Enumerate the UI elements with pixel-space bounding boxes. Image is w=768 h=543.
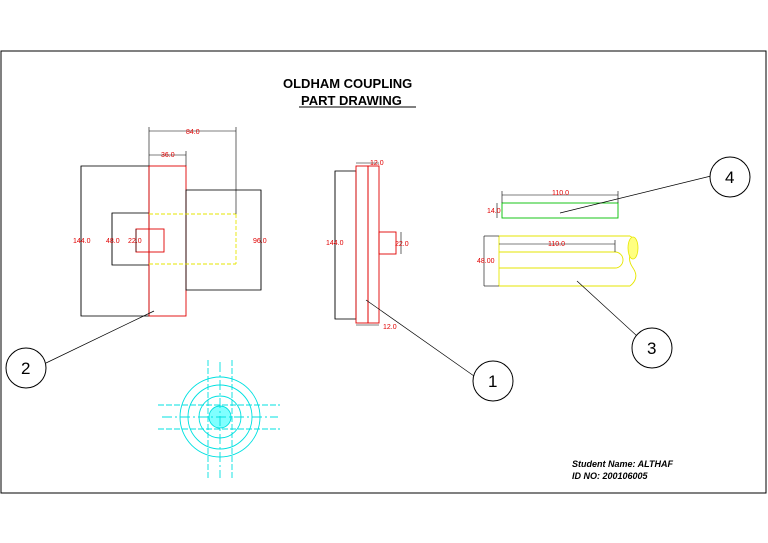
part-1-view: [334, 162, 402, 326]
end-view-circles: [158, 360, 280, 480]
dim-part4-thickness: 14.0: [487, 208, 501, 215]
balloon-3-label: 3: [647, 339, 656, 358]
dim-part3-width: 48.00: [477, 258, 495, 265]
balloon-2-label: 2: [21, 359, 30, 378]
drawing-title-line1: OLDHAM COUPLING: [283, 76, 412, 91]
balloon-4-label: 4: [725, 168, 734, 187]
student-name: Student Name: ALTHAF: [572, 459, 673, 469]
part-4-view: [496, 191, 619, 219]
dim-part4-length: 110.0: [552, 190, 569, 197]
dim-part2-slot-width: 36.0: [161, 152, 175, 159]
dim-part2-bore: 22.0: [128, 238, 142, 245]
balloon-1-label: 1: [488, 372, 497, 391]
dim-part2-hub: 48.0: [106, 238, 120, 245]
balloon-2: [5, 310, 155, 389]
balloon-1: [365, 299, 514, 402]
dim-part1-height: 144.0: [326, 240, 344, 247]
balloon-4: [559, 156, 751, 214]
dim-part3-length: 110.0: [548, 241, 565, 248]
drawing-title-line2: PART DRAWING: [301, 93, 402, 108]
dim-part1-top-thickness: 12.0: [370, 160, 384, 167]
dim-part1-bottom-thickness: 12.0: [383, 324, 397, 331]
dim-part2-height: 144.0: [73, 238, 91, 245]
dim-part2-top-width: 84.0: [186, 129, 200, 136]
balloon-3: [576, 280, 673, 369]
dim-part2-right-height: 96.0: [253, 238, 267, 245]
part-3-view: [483, 235, 639, 287]
student-id: ID NO: 200106005: [572, 471, 649, 481]
dim-part1-boss: 22.0: [395, 241, 409, 248]
sheet-border: [0, 50, 767, 494]
part-2-view: [80, 127, 262, 317]
